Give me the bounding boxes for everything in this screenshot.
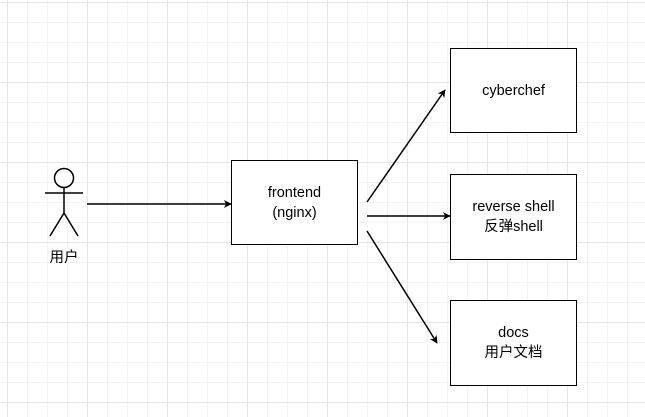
reverse-shell-node-title: reverse shell (472, 199, 555, 215)
frontend-node-subtitle: (nginx) (272, 204, 317, 221)
docs-node-title: docs (498, 325, 529, 341)
actor-head (53, 167, 75, 189)
actor-label: 用户 (49, 250, 79, 266)
cyberchef-node[interactable]: cyberchef (450, 48, 577, 133)
docs-node-subtitle: 用户文档 (484, 345, 543, 361)
user-actor-icon[interactable] (45, 167, 83, 237)
actor-right-leg (63, 212, 79, 237)
frontend-node-title: frontend (267, 184, 322, 201)
docs-node[interactable]: docs 用户文档 (450, 300, 577, 386)
actor-left-leg (49, 212, 65, 237)
edge-frontend-to-cyberchef[interactable] (366, 89, 446, 203)
cyberchef-node-title: cyberchef (482, 82, 545, 99)
reverse-shell-node[interactable]: reverse shell 反弹shell (450, 174, 577, 260)
frontend-node[interactable]: frontend (nginx) (231, 160, 358, 245)
reverse-shell-node-subtitle: 反弹shell (484, 219, 543, 235)
edge-frontend-to-docs[interactable] (366, 230, 438, 344)
